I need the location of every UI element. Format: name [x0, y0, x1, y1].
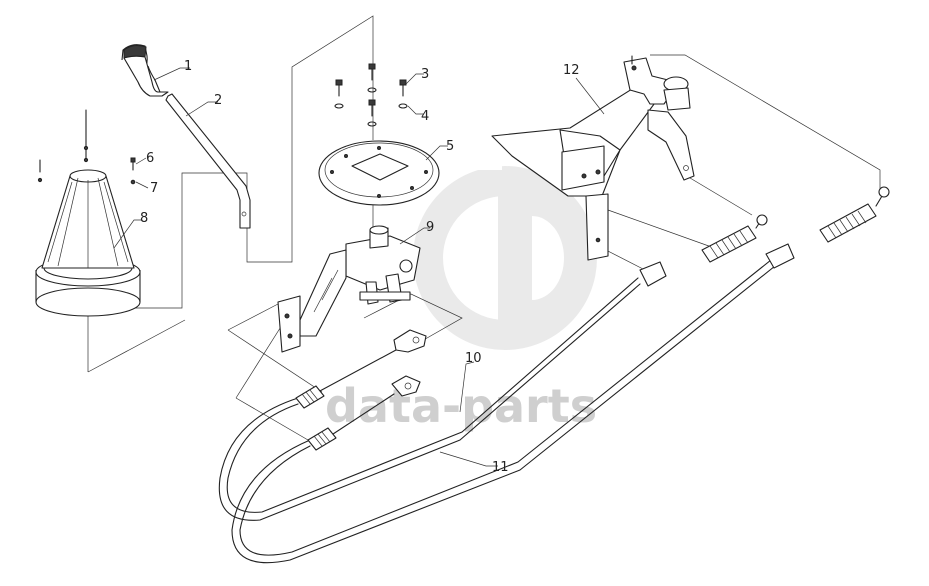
cable-end-connectors — [391, 329, 427, 397]
callout-7: 7 — [150, 181, 158, 196]
callout-2: 2 — [214, 93, 222, 108]
transmission-bracket — [491, 55, 695, 261]
callout-11: 11 — [492, 460, 509, 475]
shift-knob — [121, 44, 169, 97]
shift-cables — [218, 186, 890, 564]
callout-6: 6 — [146, 151, 154, 166]
callout-1: 1 — [184, 59, 192, 74]
callout-3: 3 — [421, 67, 429, 82]
mounting-plate — [318, 140, 440, 228]
watermark-logo — [413, 150, 597, 350]
callout-8: 8 — [140, 211, 148, 226]
callout-4: 4 — [421, 109, 429, 124]
callout-5: 5 — [446, 139, 454, 154]
callout-12: 12 — [563, 63, 580, 78]
shift-boot — [35, 109, 141, 317]
shifter-housing — [277, 225, 421, 353]
bolts-washers — [334, 40, 408, 140]
callouts: 1 2 3 4 5 6 7 8 9 10 11 12 — [113, 59, 605, 475]
bolt-washer-small — [130, 157, 136, 185]
callout-9: 9 — [426, 220, 434, 235]
shift-lever — [165, 93, 251, 229]
callout-10: 10 — [465, 351, 482, 366]
